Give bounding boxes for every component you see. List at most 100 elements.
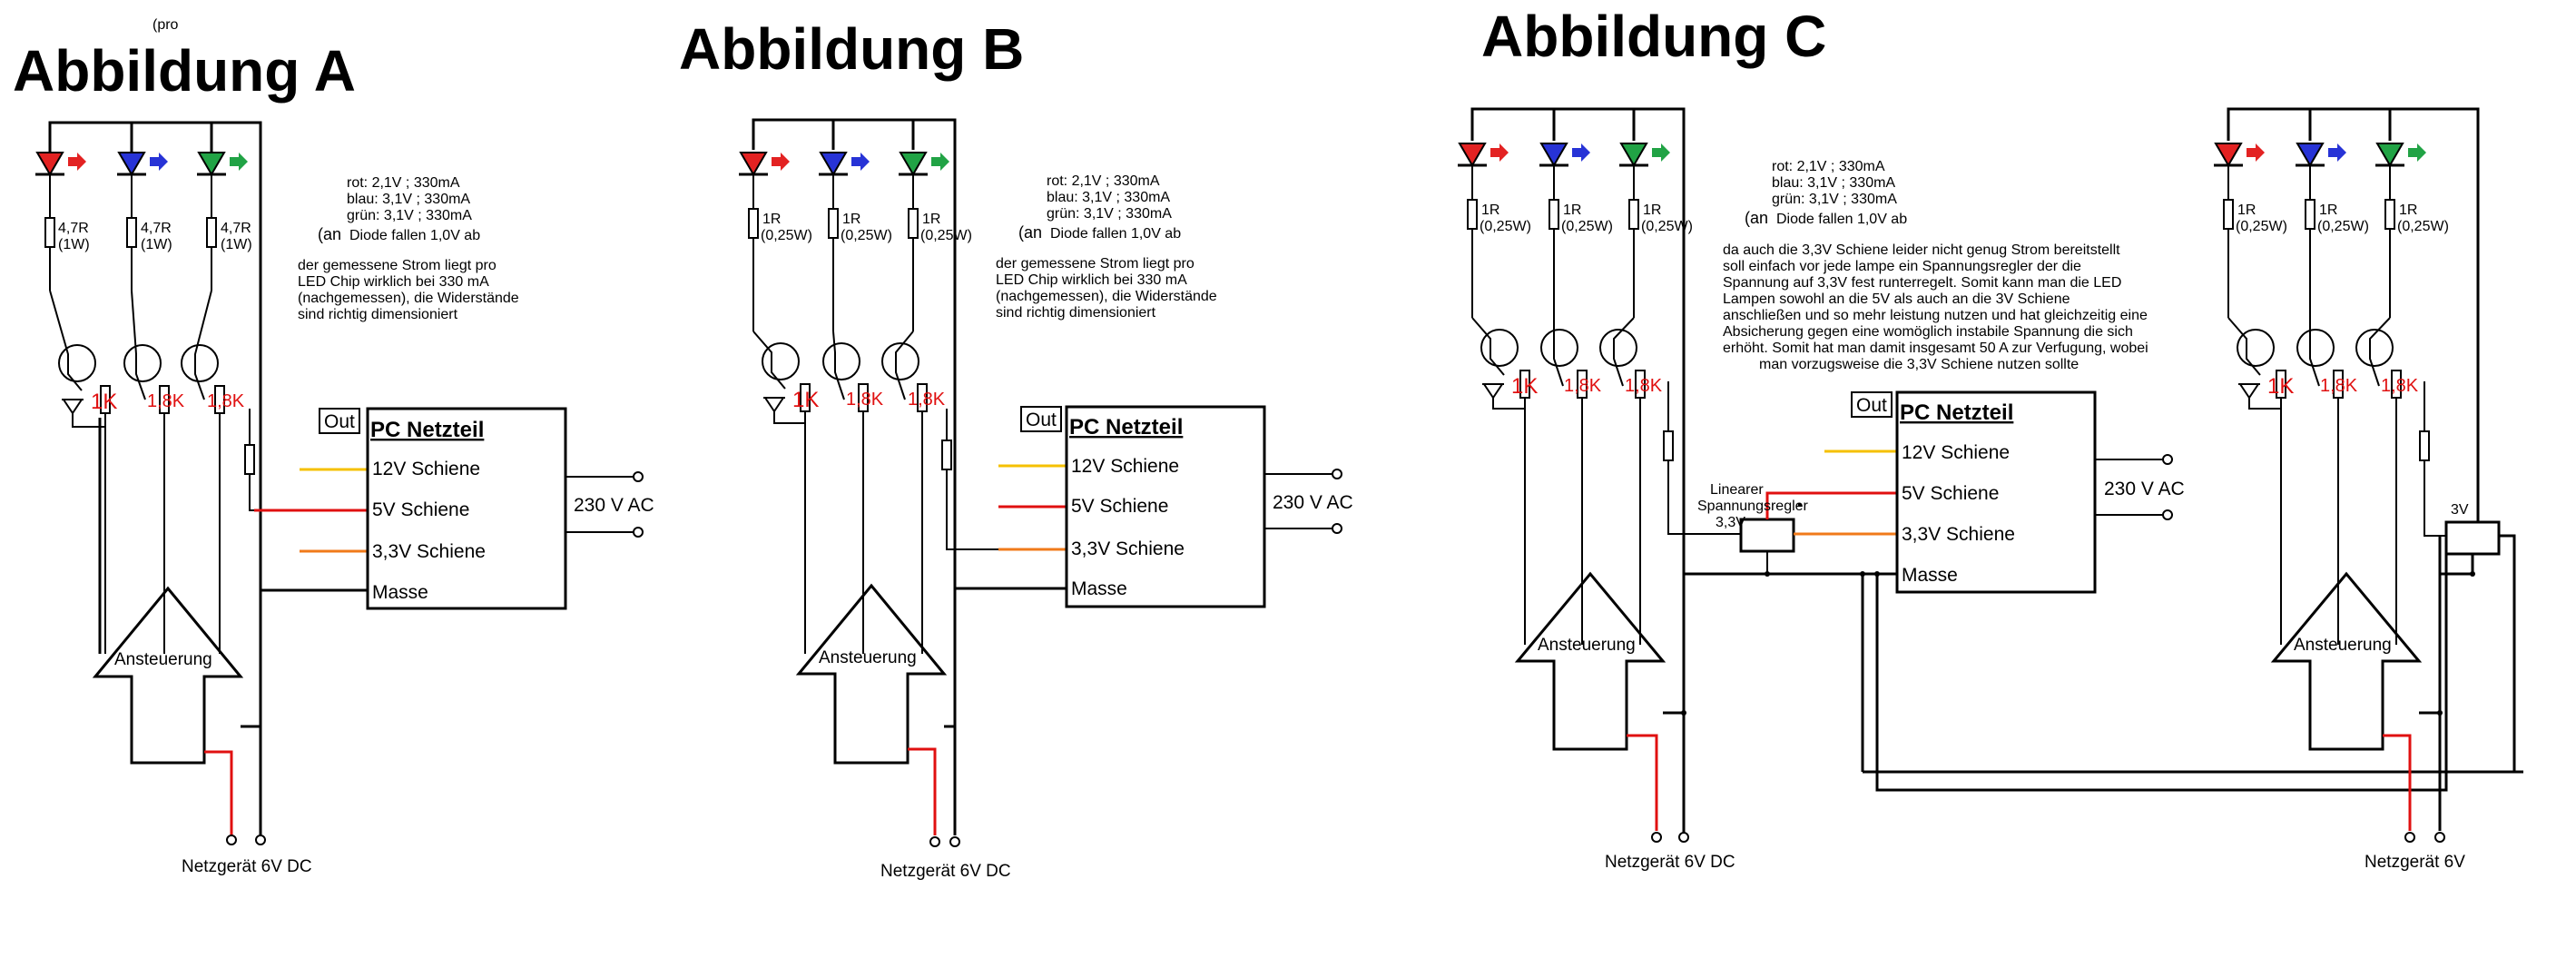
psu-a-ac: 230 V AC: [574, 495, 654, 516]
led-red-icon: [35, 147, 86, 176]
note-c-1: da auch die 3,3V Schiene leider nicht ge…: [1723, 242, 2120, 258]
legend-b-an: (an: [1018, 223, 1042, 242]
psu-b-title: PC Netzteil: [1069, 415, 1183, 440]
legend-a-blau: blau: 3,1V ; 330mA: [347, 192, 470, 207]
figure-c: 1R (0,25W) 1R (0,25W) 1R (0,25W) 1K 1,8K…: [1458, 107, 2523, 872]
res-b-2-power: (0,25W): [841, 228, 892, 243]
led-blue-icon: [819, 152, 870, 176]
psu-a-12v: 12V Schiene: [372, 459, 480, 479]
res-a-3-value: 4,7R: [221, 221, 251, 236]
led-green-icon: [2375, 143, 2426, 167]
legend-b-blau: blau: 3,1V ; 330mA: [1047, 190, 1170, 205]
led-blue-icon: [1539, 143, 1590, 167]
note-c-6: Absicherung gegen eine womöglich instabi…: [1723, 324, 2133, 340]
legend-a-note-3: (nachgemessen), die Widerstände: [298, 291, 519, 306]
legend-b-note-3: (nachgemessen), die Widerstände: [996, 289, 1217, 304]
figure-b-title: Abbildung B: [679, 16, 1024, 82]
trans-res-cr-1: 1K: [2267, 374, 2294, 399]
res-a-2-value: 4,7R: [141, 221, 172, 236]
driver-a-label: Ansteuerung: [114, 650, 212, 669]
psu-a-title: PC Netzteil: [370, 418, 484, 442]
res-c-2-value: 1R: [1563, 202, 1581, 218]
psu-a-masse: Masse: [372, 582, 428, 603]
psu-c-ac: 230 V AC: [2104, 479, 2185, 499]
res-c-3-value: 1R: [1643, 202, 1661, 218]
led-red-icon: [1458, 143, 1509, 167]
trans-res-b-1: 1K: [792, 388, 819, 412]
figure-a: 4,7R (1W) 4,7R (1W) 4,7R (1W) 1K 1,8K 1,…: [35, 121, 654, 876]
legend-c-an: (an: [1745, 209, 1768, 227]
psu-a-33v: 3,3V Schiene: [372, 541, 486, 562]
regulator-dot: •: [1797, 498, 1803, 513]
figure-a-title: Abbildung A: [13, 38, 356, 104]
supply-b-label: Netzgerät 6V DC: [880, 862, 1011, 881]
res-b-1-power: (0,25W): [761, 228, 812, 243]
led-blue-icon: [117, 147, 168, 176]
res-cr-1-power: (0,25W): [2236, 219, 2287, 234]
note-c-8: man vorzugsweise die 3,3V Schiene nutzen…: [1759, 357, 2079, 372]
led-green-icon: [1619, 143, 1670, 167]
driver-c-left-label: Ansteuerung: [1538, 636, 1636, 655]
trans-res-b-3: 1,8K: [908, 390, 946, 410]
legend-b-gruen: grün: 3,1V ; 330mA: [1047, 206, 1172, 222]
res-cr-2-value: 1R: [2319, 202, 2337, 218]
driver-b-label: Ansteuerung: [819, 648, 917, 667]
legend-c-rot: rot: 2,1V ; 330mA: [1772, 159, 1885, 174]
trans-res-c-2: 1,8K: [1564, 376, 1602, 396]
trans-res-cr-3: 1,8K: [2381, 376, 2419, 396]
psu-a-out: Out: [324, 411, 355, 432]
stray-note: (pro: [152, 17, 179, 33]
psu-c-5v: 5V Schiene: [1902, 483, 1999, 504]
res-b-1-value: 1R: [762, 212, 781, 227]
res-a-1-power: (1W): [58, 237, 90, 252]
legend-b-note-4: sind richtig dimensioniert: [996, 305, 1156, 321]
led-red-icon: [2214, 143, 2265, 167]
note-c-7: erhöht. Somit hat man damit insgesamt 50…: [1723, 341, 2148, 356]
supply-a-label: Netzgerät 6V DC: [182, 857, 312, 876]
res-cr-2-power: (0,25W): [2317, 219, 2369, 234]
psu-c-33v: 3,3V Schiene: [1902, 524, 2015, 545]
res-c-1-value: 1R: [1481, 202, 1499, 218]
led-red-icon: [739, 152, 790, 176]
res-b-3-value: 1R: [922, 212, 940, 227]
res-cr-3-power: (0,25W): [2397, 219, 2449, 234]
psu-b-ac: 230 V AC: [1273, 492, 1353, 513]
psu-b-5v: 5V Schiene: [1071, 496, 1168, 517]
legend-b-note-2: LED Chip wirklich bei 330 mA: [996, 272, 1187, 288]
trans-res-c-3: 1,8K: [1625, 376, 1663, 396]
figure-c-title: Abbildung C: [1481, 4, 1826, 69]
psu-b-masse: Masse: [1071, 578, 1127, 599]
legend-c-blau: blau: 3,1V ; 330mA: [1772, 175, 1895, 191]
led-green-icon: [197, 147, 248, 176]
legend-a-rot: rot: 2,1V ; 330mA: [347, 175, 460, 191]
regulator-label-1: Linearer: [1710, 482, 1764, 498]
driver-c-right-label: Ansteuerung: [2294, 636, 2392, 655]
supply-c-left-label: Netzgerät 6V DC: [1605, 853, 1735, 872]
psu-b-12v: 12V Schiene: [1071, 456, 1179, 477]
psu-c-out: Out: [1856, 395, 1887, 416]
psu-b-out: Out: [1026, 410, 1057, 430]
legend-c-diode: Diode fallen 1,0V ab: [1776, 212, 1907, 227]
psu-c-masse: Masse: [1902, 565, 1958, 586]
res-c-1-power: (0,25W): [1480, 219, 1531, 234]
trans-res-cr-2: 1,8K: [2320, 376, 2358, 396]
legend-b-diode: Diode fallen 1,0V ab: [1050, 226, 1181, 242]
res-a-3-power: (1W): [221, 237, 252, 252]
legend-a-gruen: grün: 3,1V ; 330mA: [347, 208, 472, 223]
supply-c-right-label: Netzgerät 6V: [2365, 853, 2465, 872]
legend-a-diode: Diode fallen 1,0V ab: [349, 228, 480, 243]
regulator-label-2: Spannungsregler: [1697, 499, 1809, 514]
trans-res-a-1: 1K: [91, 390, 117, 414]
legend-a-note-4: sind richtig dimensioniert: [298, 307, 458, 322]
note-c-3: Spannung auf 3,3V fest runterregelt. Som…: [1723, 275, 2121, 291]
res-cr-1-value: 1R: [2237, 202, 2256, 218]
legend-c-gruen: grün: 3,1V ; 330mA: [1772, 192, 1897, 207]
trans-res-c-1: 1K: [1511, 374, 1538, 399]
res-c-3-power: (0,25W): [1641, 219, 1693, 234]
trans-res-a-2: 1,8K: [147, 391, 185, 411]
figure-b: 1R (0,25W) 1R (0,25W) 1R (0,25W) 1K 1,8K…: [739, 118, 1353, 881]
note-c-4: Lampen sowohl an die 5V als auch an die …: [1723, 291, 2070, 307]
psu-a-5v: 5V Schiene: [372, 499, 469, 520]
led-blue-icon: [2296, 143, 2346, 167]
psu-b-33v: 3,3V Schiene: [1071, 538, 1185, 559]
